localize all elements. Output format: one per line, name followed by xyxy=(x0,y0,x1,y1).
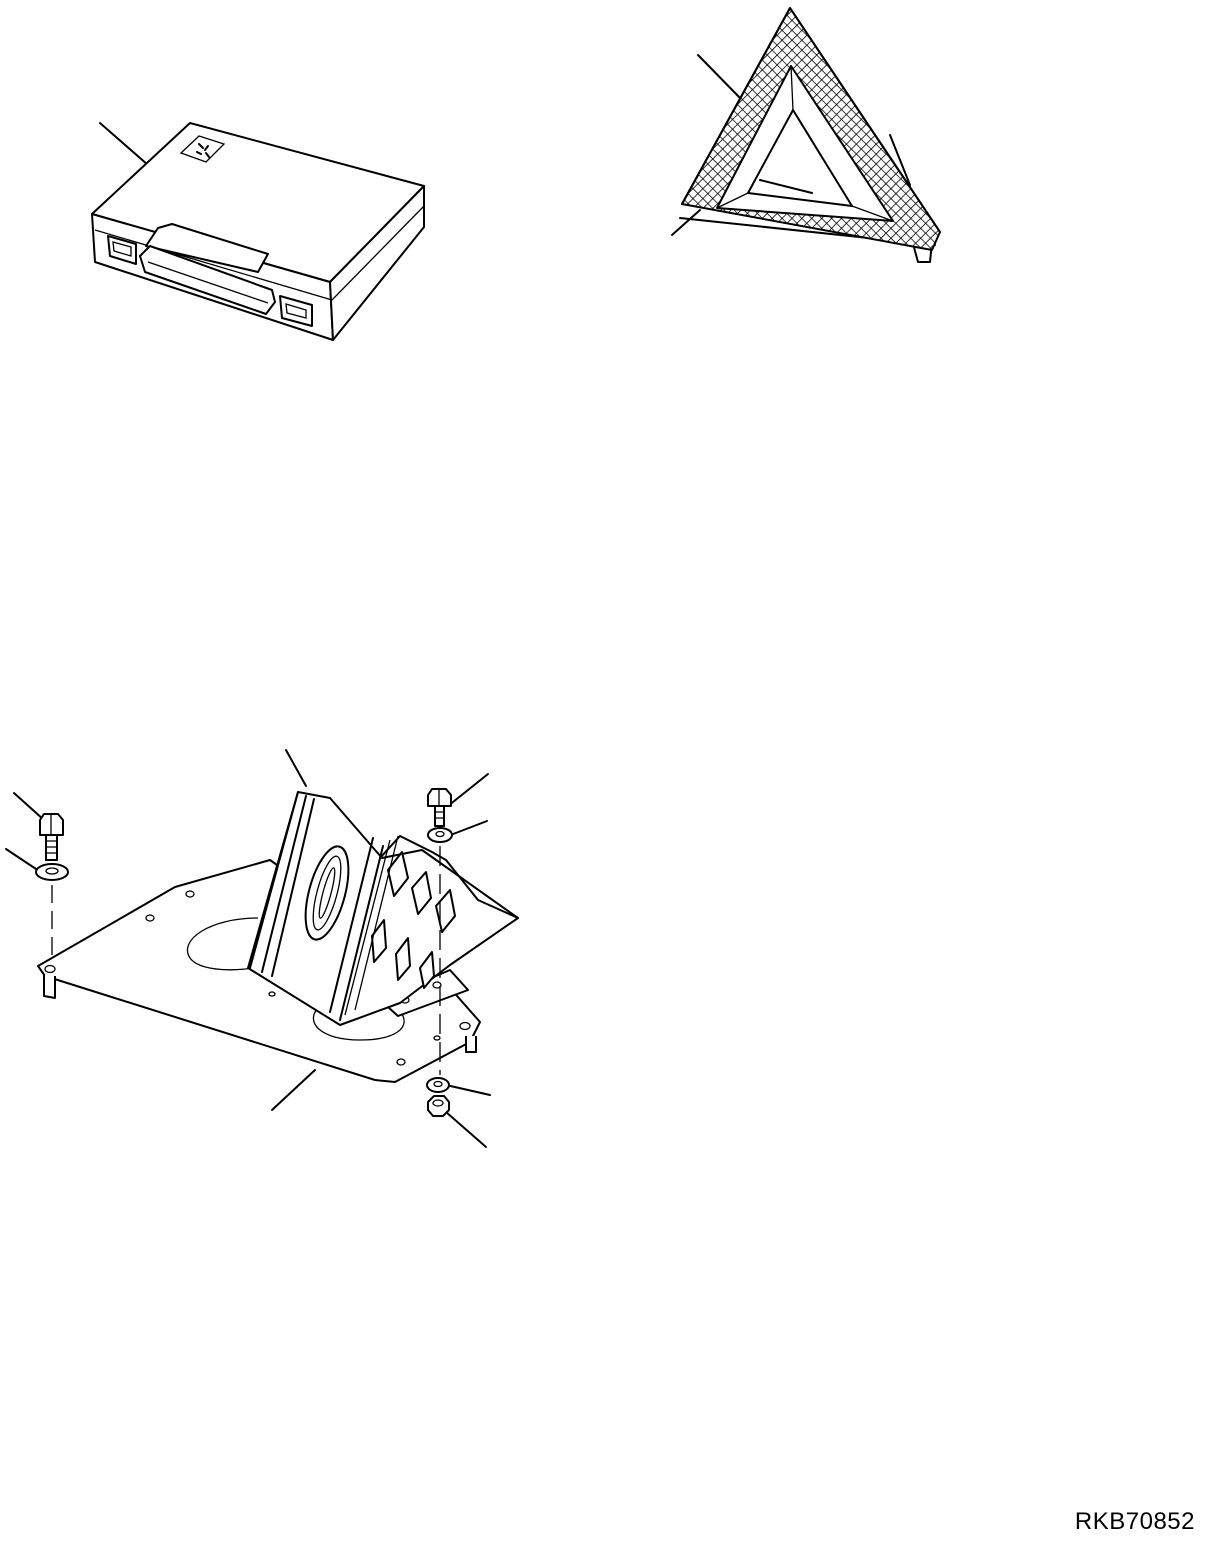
leader-line-chock xyxy=(285,749,307,787)
leader-line-plate xyxy=(271,1069,316,1111)
leader-line-right-washer xyxy=(447,820,488,837)
leader-line-right-bolt xyxy=(447,773,489,807)
leader-line-left-bolt xyxy=(13,792,45,821)
leader-line-nut xyxy=(445,1111,487,1148)
leader-line-warning-triangle xyxy=(697,54,743,101)
first-aid-kit-illustration xyxy=(91,122,425,341)
wheel-chock-illustration xyxy=(5,749,519,1148)
drawing-code-label: RKB70852 xyxy=(1074,1508,1195,1535)
leader-line-lower-washer xyxy=(445,1084,491,1096)
leader-line-first-aid-kit xyxy=(99,122,149,166)
warning-triangle-illustration xyxy=(671,7,941,263)
first-aid-cross-icon xyxy=(179,135,226,163)
